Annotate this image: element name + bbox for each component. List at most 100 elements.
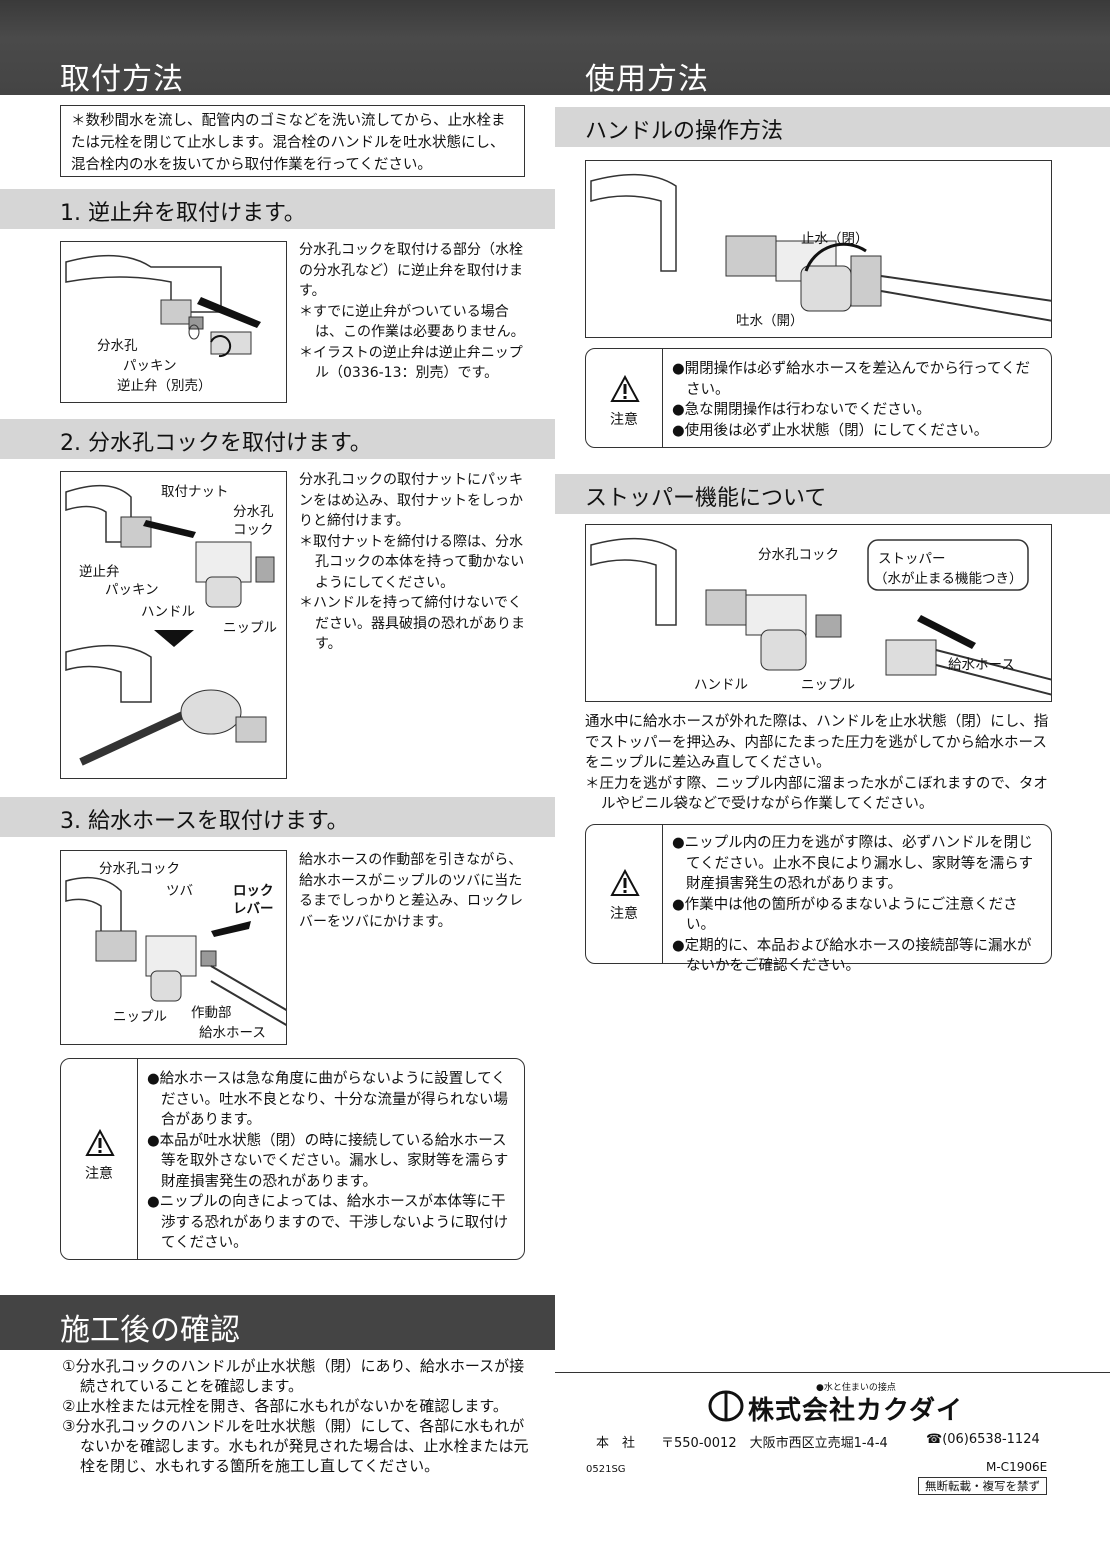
step3-title: 3. 給水ホースを取付けます。 [60, 809, 349, 834]
faucet-drawing [65, 254, 261, 358]
label-open: 吐水（開） [736, 313, 804, 329]
caution-box-handle: 注意 ●開閉操作は必ず給水ホースを差込んでから行ってください。 ●急な開閉操作は… [585, 348, 1052, 448]
after-checklist: ①分水孔コックのハンドルが止水状態（閉）にあり、給水ホースが接続されていることを… [62, 1356, 532, 1476]
label-hose: 給水ホース [948, 657, 1015, 673]
doc-code-right: M-C1906E [986, 1460, 1048, 1474]
label-hose: 給水ホース [199, 1025, 266, 1041]
right-title: 使用方法 [585, 62, 709, 97]
cock-drawing [65, 484, 275, 766]
handle-title: ハンドルの操作方法 [585, 119, 784, 144]
handle-drawing [590, 173, 1051, 322]
stopper-header: ストッパー機能について [555, 474, 1110, 514]
label-cock: コック [233, 522, 274, 538]
caution-icon-column: 注意 [61, 1059, 138, 1259]
label-stopper-desc: （水が止まる機能つき） [874, 571, 1023, 587]
company-name: 株式会社カクダイ [748, 1396, 963, 1426]
step2-title: 2. 分水孔コックを取付けます。 [60, 431, 372, 456]
stopper-drawing [590, 537, 1051, 696]
step1-illustration: 分水孔 パッキン 逆止弁（別売） [60, 241, 287, 403]
handle-illustration: 止水（閉） 吐水（開） [585, 160, 1052, 338]
label-handle: ハンドル [694, 677, 748, 693]
label-nut: 取付ナット [161, 484, 229, 500]
company-address: 本 社 〒550-0012 大阪市西区立売堀1-4-4 [596, 1436, 888, 1451]
caution-box-install: 注意 ●給水ホースは急な角度に曲がらないように設置してください。吐水不良となり、… [60, 1058, 525, 1260]
header-bar: 取付方法 使用方法 [0, 0, 1110, 97]
step2-note-1: ＊取付ナットを締付ける際は、分水孔コックの本体を持って動かないようにしてください… [299, 533, 525, 591]
check-item: ③分水孔コックのハンドルを吐水状態（開）にして、各部に水もれがないかを確認します… [62, 1417, 529, 1475]
check-item: ①分水孔コックのハンドルが止水状態（閉）にあり、給水ホースが接続されていることを… [62, 1357, 525, 1395]
step1-text: 分水孔コックを取付ける部分（水栓の分水孔など）に逆止弁を取付けます。 ＊すでに逆… [299, 240, 529, 384]
stopper-note: ＊圧力を逃がす際、ニップル内部に溜まった水がこぼれますので、タオルやビニル袋など… [585, 775, 1048, 813]
warning-icon [610, 375, 640, 402]
intro-note: ＊数秒間水を流し、配管内のゴミなどを洗い流してから、止水栓または元栓を閉じて止水… [60, 105, 525, 177]
warning-icon [85, 1129, 115, 1156]
step1-body: 分水孔コックを取付ける部分（水栓の分水孔など）に逆止弁を取付けます。 [299, 242, 523, 299]
caution-label: 注意 [610, 412, 638, 428]
copyright-notice: 無断転載・複写を禁ず [918, 1477, 1047, 1495]
step1-header: 1. 逆止弁を取付けます。 [0, 189, 555, 229]
label-cock: 分水孔コック [99, 861, 180, 877]
label-action: 作動部 [191, 1005, 232, 1021]
footer-divider [555, 1372, 1110, 1373]
label-check-valve: 逆止弁（別売） [117, 378, 212, 394]
caution-box-stopper: 注意 ●ニップル内の圧力を逃がす際は、必ずハンドルを閉じてください。止水不良によ… [585, 824, 1052, 974]
company-tagline: ●水と住まいの接点 [816, 1383, 896, 1393]
stopper-text: 通水中に給水ホースが外れた際は、ハンドルを止水状態（閉）にし、指でストッパーを押… [585, 712, 1057, 815]
label-handle: ハンドル [141, 604, 195, 620]
label-lock: ロック [233, 883, 274, 899]
caution-body: ●給水ホースは急な角度に曲がらないように設置してください。吐水不良となり、十分な… [147, 1069, 514, 1254]
caution-item: ●開閉操作は必ず給水ホースを差込んでから行ってください。 [672, 361, 1031, 398]
step2-text: 分水孔コックの取付ナットにパッキンをはめ込み、取付ナットをしっかりと締付けます。… [299, 470, 529, 655]
label-packing: パッキン [105, 582, 159, 598]
caution-item: ●給水ホースは急な角度に曲がらないように設置してください。吐水不良となり、十分な… [147, 1071, 508, 1128]
label-tsuba: ツバ [166, 883, 193, 899]
label-stopper: ストッパー [878, 551, 946, 567]
stopper-title: ストッパー機能について [585, 486, 827, 511]
caution-item: ●ニップルの向きによっては、給水ホースが本体等に干渉する恐れがありますので、干渉… [147, 1194, 509, 1251]
hose-drawing [65, 876, 286, 1026]
after-title: 施工後の確認 [60, 1313, 240, 1348]
caution-label: 注意 [85, 1166, 113, 1182]
label-stop: 止水（閉） [801, 231, 869, 247]
caution-item: ●本品が吐水状態（閉）の時に接続している給水ホース等を取外さないでください。漏水… [147, 1132, 509, 1190]
step2-note-2: ＊ハンドルを持って締付けないでください。器具破損の恐れがあります。 [299, 595, 525, 652]
label-nipple: ニップル [801, 677, 855, 693]
step1-note-1: ＊すでに逆止弁がついている場合は、この作業は必要ありません。 [299, 303, 525, 341]
handle-header: ハンドルの操作方法 [555, 107, 1110, 147]
step3-header: 3. 給水ホースを取付けます。 [0, 797, 555, 837]
label-check-valve: 逆止弁 [79, 564, 120, 580]
step3-body: 給水ホースの作動部を引きながら、給水ホースがニップルのツバに当たるまでしっかりと… [299, 852, 523, 930]
caution-body: ●開閉操作は必ず給水ホースを差込んでから行ってください。 ●急な開閉操作は行わな… [672, 359, 1041, 441]
step2-illustration: 取付ナット 分水孔 コック 逆止弁 パッキン ハンドル ニップル [60, 471, 287, 779]
step2-body: 分水孔コックの取付ナットにパッキンをはめ込み、取付ナットをしっかりと締付けます。 [299, 472, 523, 529]
caution-body: ●ニップル内の圧力を逃がす際は、必ずハンドルを閉じてください。止水不良により漏水… [672, 833, 1041, 977]
company-logo-icon [708, 1390, 744, 1422]
step1-note-2: ＊イラストの逆止弁は逆止弁ニップル（0336-13：別売）です。 [299, 344, 523, 382]
caution-item: ●ニップル内の圧力を逃がす際は、必ずハンドルを閉じてください。止水不良により漏水… [672, 835, 1033, 892]
label-nipple: ニップル [223, 620, 277, 636]
check-item: ②止水栓または元栓を開き、各部に水もれがないかを確認します。 [62, 1397, 508, 1415]
caution-icon-column: 注意 [586, 825, 663, 963]
warning-icon [610, 869, 640, 896]
company-phone: ☎(06)6538-1124 [926, 1432, 1040, 1447]
caution-item: ●定期的に、本品および給水ホースの接続部等に漏水がないかをご確認ください。 [672, 937, 1032, 975]
label-nipple: ニップル [113, 1009, 167, 1025]
label-cock: 分水孔コック [758, 547, 839, 563]
label-bunsuikou: 分水孔 [233, 504, 274, 520]
caution-item: ●使用後は必ず止水状態（閉）にしてください。 [672, 422, 989, 439]
doc-code-left: 0521SG [586, 1464, 626, 1475]
stopper-body: 通水中に給水ホースが外れた際は、ハンドルを止水状態（閉）にし、指でストッパーを押… [585, 714, 1049, 771]
label-bunsuikou: 分水孔 [97, 338, 138, 354]
left-title: 取付方法 [60, 62, 184, 97]
stopper-illustration: 分水孔コック ストッパー （水が止まる機能つき） 給水ホース ハンドル ニップル [585, 524, 1052, 702]
after-header: 施工後の確認 [0, 1295, 555, 1350]
step1-title: 1. 逆止弁を取付けます。 [60, 201, 306, 226]
caution-item: ●急な開閉操作は行わないでください。 [672, 402, 931, 418]
step2-header: 2. 分水孔コックを取付けます。 [0, 419, 555, 459]
step3-text: 給水ホースの作動部を引きながら、給水ホースがニップルのツバに当たるまでしっかりと… [299, 850, 529, 932]
label-packing: パッキン [123, 358, 177, 374]
caution-label: 注意 [610, 906, 638, 922]
label-lever: レバー [233, 901, 274, 917]
caution-item: ●作業中は他の箇所がゆるまないようにご注意ください。 [672, 896, 1018, 934]
caution-icon-column: 注意 [586, 349, 663, 447]
